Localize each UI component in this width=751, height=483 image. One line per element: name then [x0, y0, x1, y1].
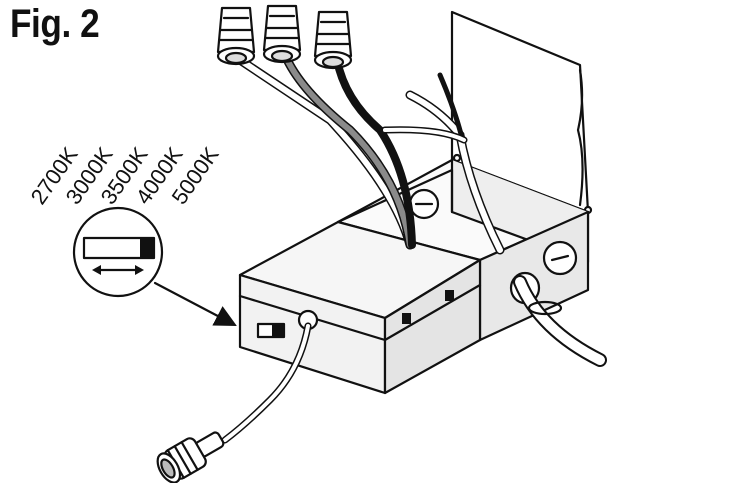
- latch-icon-2: [445, 290, 454, 301]
- switch-detail-inset: [72, 206, 164, 298]
- pointer-arrow: [153, 281, 237, 327]
- wire-nut-icon: [216, 4, 353, 70]
- lead-cable: [221, 322, 312, 444]
- cct-labels: 2700K 3000K 3500K 4000K 5000K: [26, 142, 224, 209]
- switch-slider-icon: [140, 239, 153, 257]
- latch-icon: [402, 313, 411, 324]
- double-arrow-icon: [92, 265, 144, 275]
- wires: [235, 50, 505, 255]
- supply-cable: [509, 271, 607, 367]
- figure-label: Fig. 2: [10, 2, 100, 46]
- connector-icon: [156, 431, 225, 483]
